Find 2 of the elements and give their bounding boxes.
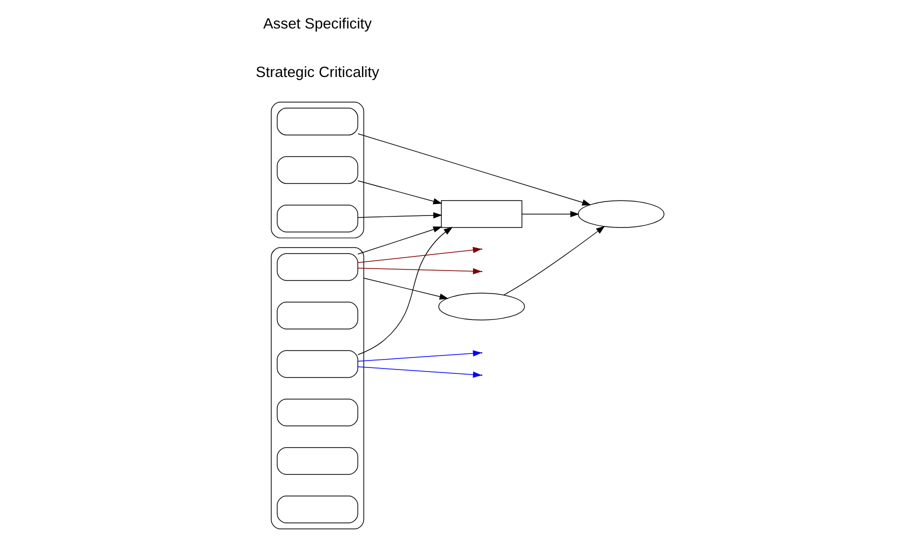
label: Strategic Criticality [255, 64, 379, 81]
label: Asset Specificity [262, 15, 372, 32]
